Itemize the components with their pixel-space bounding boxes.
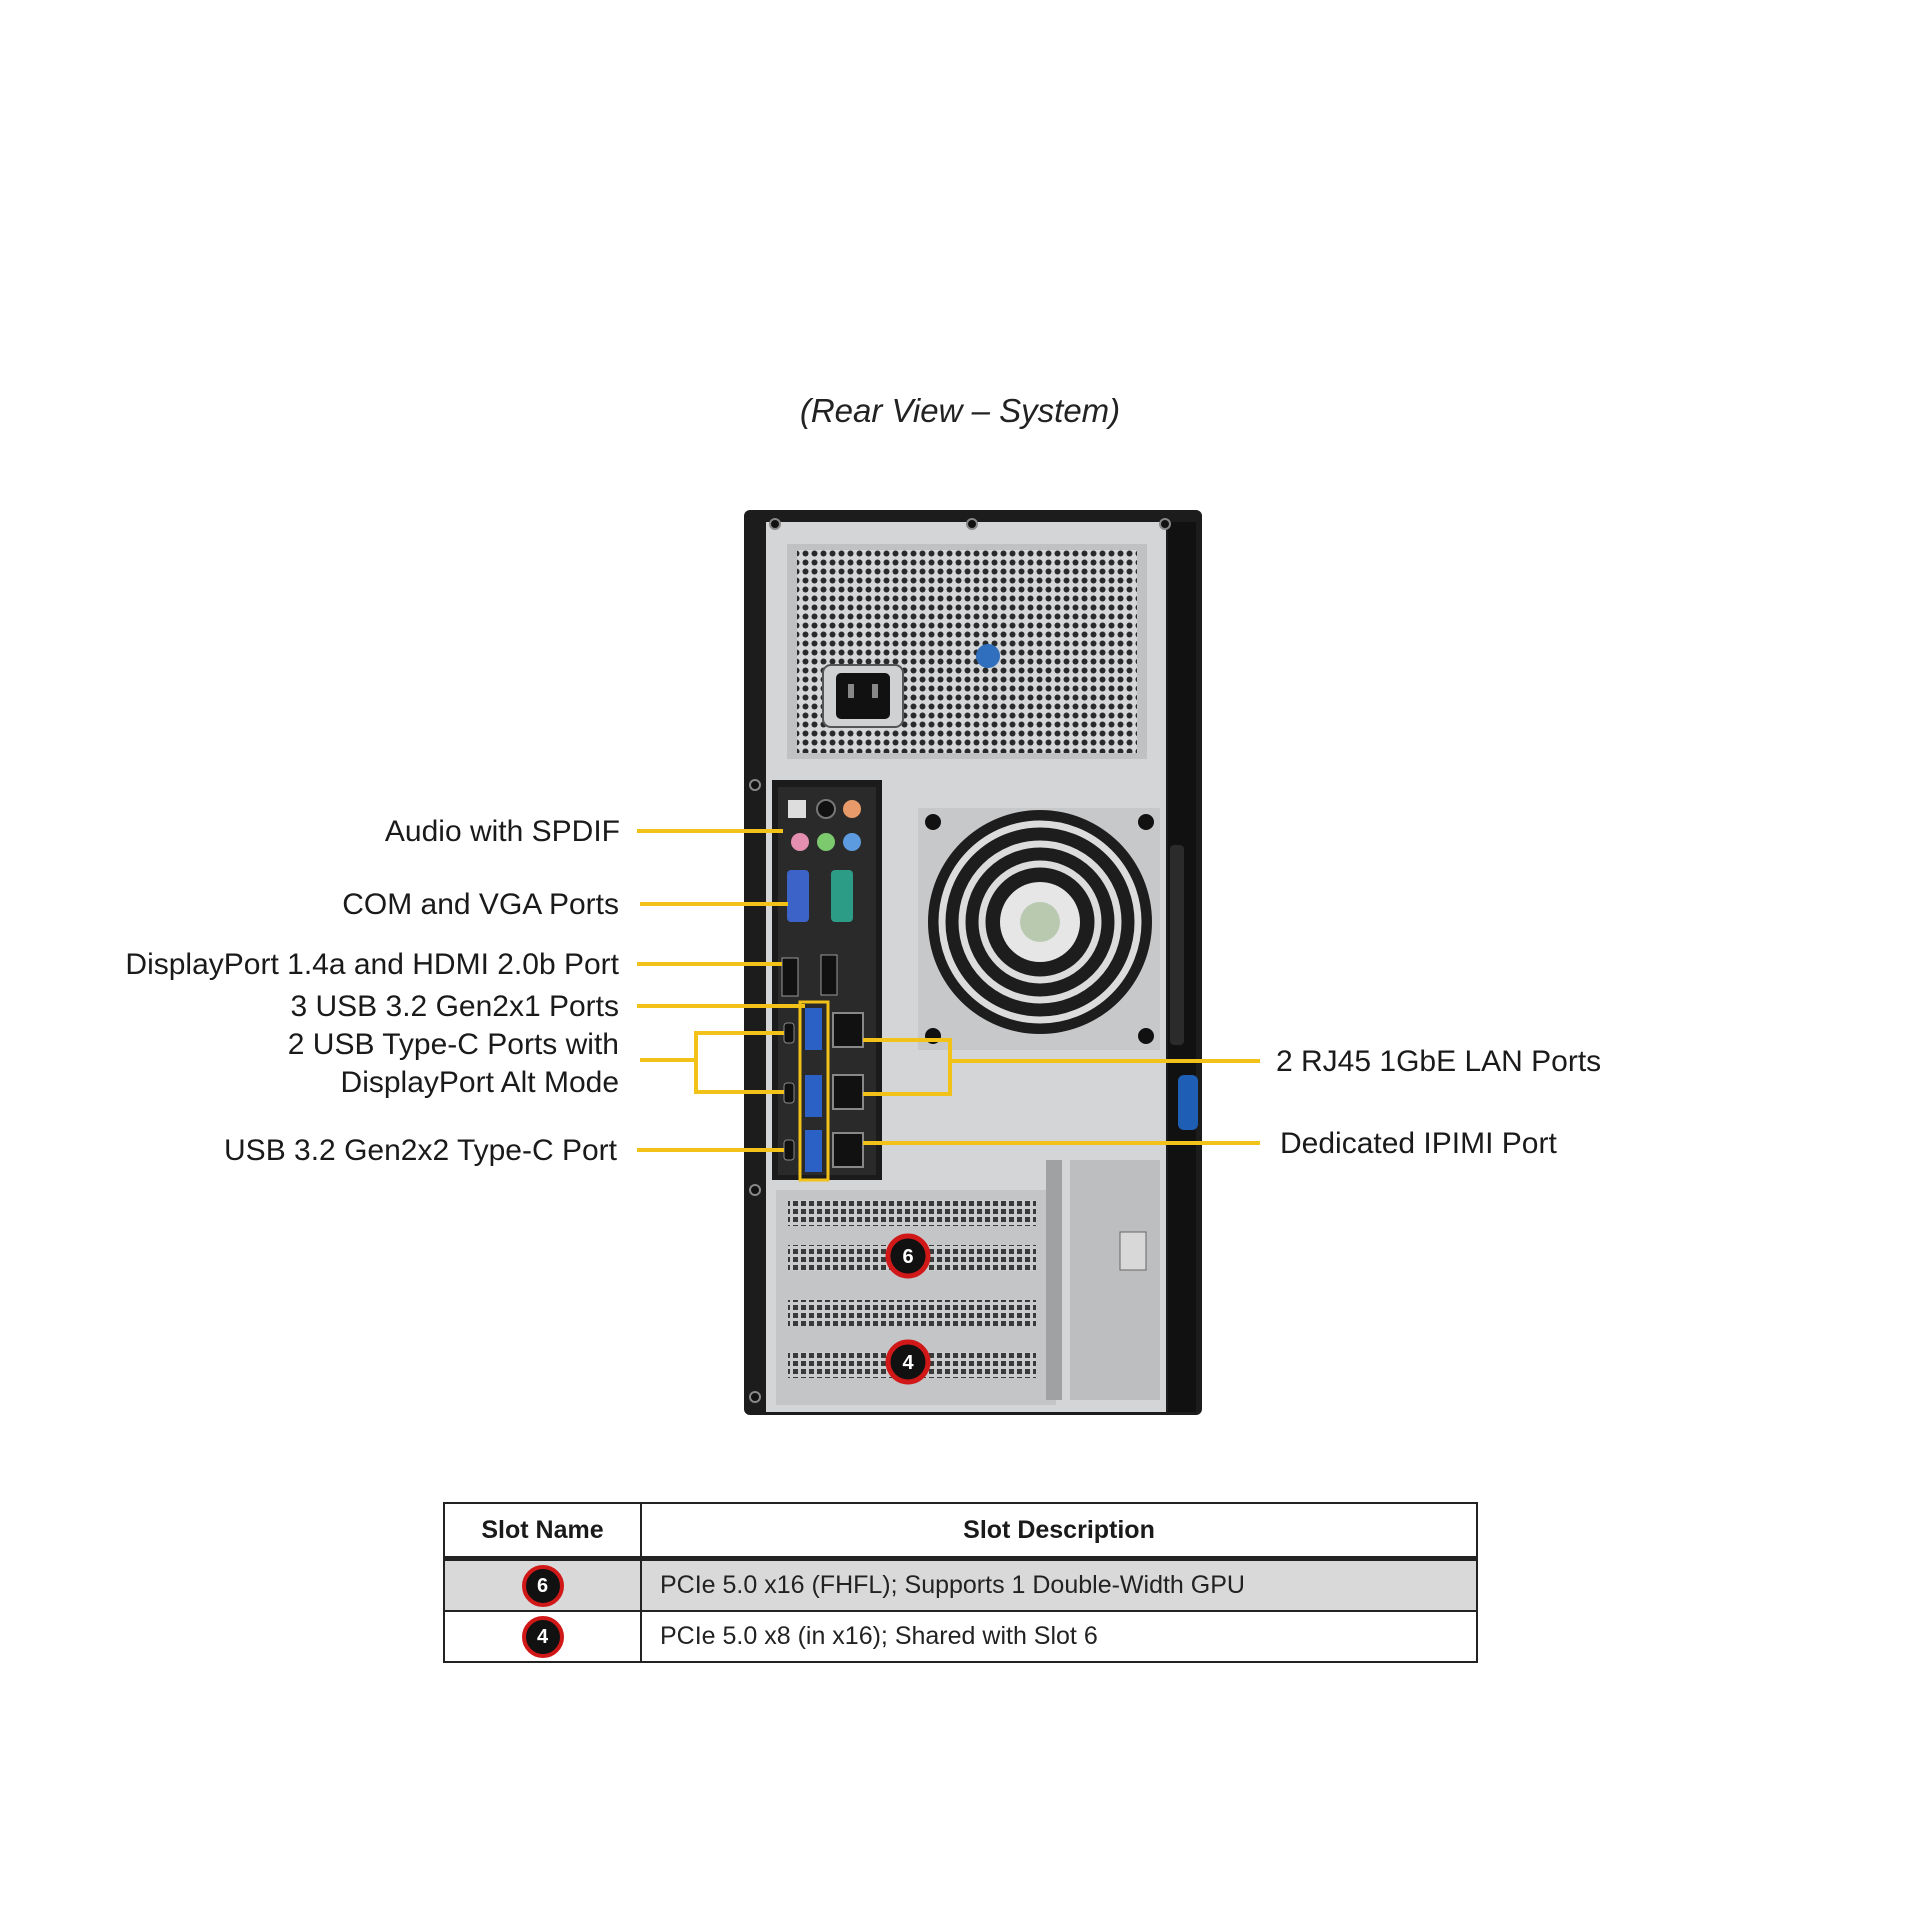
- displayport-port: [820, 954, 838, 996]
- usb-c-port: [783, 1022, 795, 1044]
- hdmi-port: [781, 957, 799, 997]
- slot-badge: 4: [521, 1615, 564, 1658]
- callout-usb-typec-line2: DisplayPort Alt Mode: [341, 1066, 619, 1099]
- callout-usb-gen2x2: USB 3.2 Gen2x2 Type-C Port: [224, 1134, 618, 1167]
- com-port: [831, 870, 853, 922]
- callout-rj45: 2 RJ45 1GbE LAN Ports: [1276, 1045, 1601, 1078]
- rj45-port: [832, 1074, 864, 1110]
- expansion-slot-area: [776, 1160, 1160, 1405]
- leader-lines: [637, 829, 1260, 1152]
- slot-description-cell: PCIe 5.0 x16 (FHFL); Supports 1 Double-W…: [640, 1557, 1478, 1612]
- slot-badge-4: 4: [885, 1339, 931, 1385]
- usb-highlight: [798, 1000, 830, 1182]
- rj45-port: [832, 1012, 864, 1048]
- usb-port: [805, 1008, 822, 1050]
- slot-badge-6: 6: [885, 1233, 931, 1279]
- slot-badge-number: 6: [902, 1246, 913, 1268]
- slot-badge: 6: [521, 1564, 564, 1607]
- usb-c-port: [783, 1139, 795, 1161]
- usb-c-port: [783, 1082, 795, 1104]
- slot-description-cell: PCIe 5.0 x8 (in x16); Shared with Slot 6: [640, 1610, 1478, 1663]
- usb-port: [805, 1075, 822, 1117]
- callout-usb-gen2x1: 3 USB 3.2 Gen2x1 Ports: [290, 990, 619, 1023]
- slot-table: Slot Name Slot Description 6 PCIe 5.0 x1…: [443, 1502, 1478, 1663]
- callout-com-vga: COM and VGA Ports: [342, 888, 619, 921]
- callout-usb-typec-line1: 2 USB Type-C Ports with: [288, 1028, 619, 1061]
- slot-bracket: [788, 1200, 1036, 1226]
- slot-name-cell: 6: [443, 1557, 642, 1612]
- diagram-caption: (Rear View – System): [799, 392, 1121, 429]
- slot-description-header: Slot Description: [640, 1502, 1478, 1561]
- chassis-screws: [749, 518, 1171, 1403]
- usb-port: [805, 1130, 822, 1172]
- table-row: 4 PCIe 5.0 x8 (in x16); Shared with Slot…: [443, 1610, 1478, 1663]
- io-shield: [772, 780, 882, 1182]
- callout-ipmi: Dedicated IPIMI Port: [1280, 1127, 1557, 1160]
- power-supply: [787, 544, 1147, 759]
- vga-port: [787, 870, 809, 922]
- callout-audio: Audio with SPDIF: [385, 815, 620, 848]
- audio-jacks: [788, 799, 861, 851]
- ipmi-port: [832, 1132, 864, 1168]
- slot-bracket: [788, 1300, 1036, 1326]
- callout-displayport-hdmi: DisplayPort 1.4a and HDMI 2.0b Port: [125, 948, 619, 981]
- slot-badge-number: 4: [902, 1352, 914, 1374]
- slot-name-cell: 4: [443, 1610, 642, 1663]
- exhaust-fan: [918, 808, 1160, 1050]
- slot-name-header: Slot Name: [443, 1502, 642, 1561]
- table-row: 6 PCIe 5.0 x16 (FHFL); Supports 1 Double…: [443, 1557, 1478, 1612]
- slot-table-header: Slot Name Slot Description: [443, 1502, 1478, 1561]
